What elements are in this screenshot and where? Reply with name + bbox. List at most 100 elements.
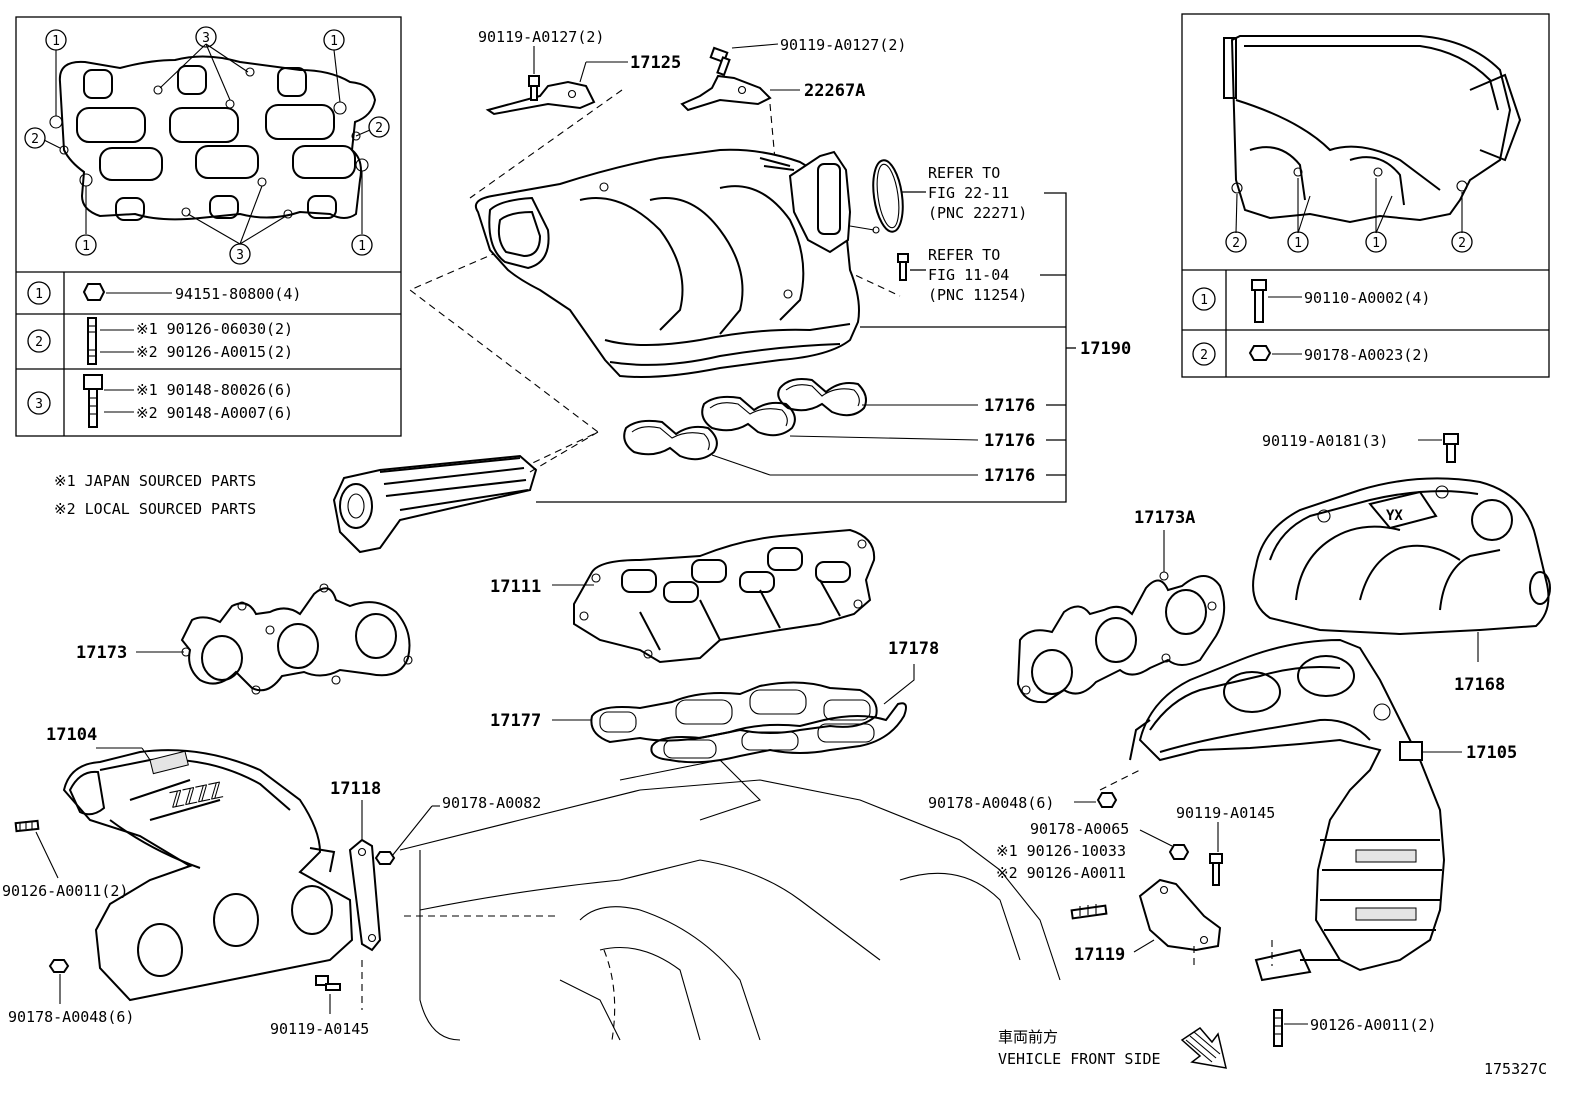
label-17190: 17190 [1080, 339, 1131, 359]
label-17168: 17168 [1454, 675, 1505, 695]
svg-text:REFER TO: REFER TO [928, 246, 1000, 264]
nut-90178-a0048-right [1074, 769, 1141, 808]
exhaust-gasket-17173a [1016, 530, 1226, 704]
svg-text:1: 1 [1372, 236, 1380, 251]
callout-3: 3 [229, 243, 251, 265]
part-number-90148-a0007: ※2 90148-A0007(6) [136, 404, 293, 422]
nut-90178-a0082 [374, 805, 440, 865]
label-17104: 17104 [46, 725, 97, 745]
bolt-90119-a0145-left [315, 975, 341, 1014]
svg-text:(PNC 22271): (PNC 22271) [928, 204, 1027, 222]
callout-1: 1 [45, 29, 67, 51]
svg-text:1: 1 [1294, 236, 1302, 251]
callout-1: 1 [351, 234, 373, 256]
bracket-17125 [485, 46, 628, 116]
label-22267a: 22267A [804, 81, 865, 101]
label-17173a: 17173A [1134, 508, 1195, 528]
svg-text:2: 2 [1232, 236, 1240, 251]
inset-left: 1 3 1 2 2 1 3 1 1 94151-80800(4) 2 ※1 90… [15, 16, 402, 437]
svg-text:1: 1 [82, 239, 90, 254]
callout-2: 2 [1451, 231, 1473, 253]
upper-intake-manifold-17190 [408, 89, 1076, 503]
upper-intake-manifold-side-drawing: 2 1 1 2 [1223, 35, 1522, 253]
svg-text:REFER TO: REFER TO [928, 164, 1000, 182]
label-17176-upper: 17176 [984, 396, 1035, 416]
heat-insulator-17168: YX [1252, 433, 1551, 662]
gasket-17176-upper [777, 378, 867, 417]
label-90126-10033: ※1 90126-10033 [996, 842, 1126, 860]
figure-code: 175327C [1484, 1060, 1547, 1078]
label-17178: 17178 [888, 639, 939, 659]
label-90178-a0048-left: 90178-A0048(6) [8, 1008, 134, 1026]
label-90119-a0127-right: 90119-A0127(2) [780, 36, 906, 54]
note-japan-sourced: ※1 JAPAN SOURCED PARTS [54, 472, 256, 490]
label-17176-middle: 17176 [984, 431, 1035, 451]
exhaust-manifold-17104: ℤℤℤℤ [62, 747, 354, 1002]
intake-runner-piece [332, 431, 599, 554]
lower-intake-manifold-17111 [552, 528, 876, 664]
label-17119: 17119 [1074, 945, 1125, 965]
svg-text:YX: YX [1386, 508, 1403, 524]
inset-left-row-3: 3 ※1 90148-80026(6) ※2 90148-A0007(6) [27, 374, 293, 428]
stud-90126-10033 [1070, 904, 1108, 920]
part-number-94151-80800: 94151-80800(4) [175, 285, 301, 303]
svg-text:1: 1 [1200, 293, 1208, 308]
part-number-90126-06030: ※1 90126-06030(2) [136, 320, 293, 338]
vehicle-front-arrow [1180, 1027, 1227, 1069]
nut-90178-a0048-left [48, 959, 70, 1004]
inset-left-row-1: 1 94151-80800(4) [27, 281, 301, 305]
label-17176-lower: 17176 [984, 466, 1035, 486]
callout-2: 2 [24, 127, 46, 149]
svg-text:3: 3 [236, 248, 244, 263]
svg-text:3: 3 [35, 397, 43, 412]
gasket-17176-lower [623, 419, 718, 461]
callout-1: 1 [1365, 231, 1387, 253]
gaskets-17176 [623, 378, 979, 476]
bolt-90119-a0145-right [1209, 822, 1223, 886]
bracket-17118 [348, 800, 382, 1010]
bracket-17119 [1133, 878, 1273, 970]
stud-90126-a0011-bottom-right [1273, 1009, 1308, 1047]
inset-right: 2 1 1 2 1 90110-A0002(4) 2 90178-A0023(2… [1181, 13, 1550, 378]
callout-2: 2 [1225, 231, 1247, 253]
svg-text:1: 1 [330, 34, 338, 49]
part-number-90148-80026: ※1 90148-80026(6) [136, 381, 293, 399]
label-90178-a0082: 90178-A0082 [442, 794, 541, 812]
label-90119-a0181: 90119-A0181(3) [1262, 432, 1388, 450]
part-number-90178-a0023: 90178-A0023(2) [1304, 346, 1430, 364]
svg-text:2: 2 [1200, 348, 1208, 363]
label-90119-a0127-left: 90119-A0127(2) [478, 28, 604, 46]
stud-90126-a0011-left [14, 819, 59, 879]
label-17173: 17173 [76, 643, 127, 663]
label-90119-a0145-left: 90119-A0145 [270, 1020, 369, 1038]
engine-block-outline [399, 759, 1061, 1041]
refer-note-a: REFER TO FIG 22-11 (PNC 22271) [928, 164, 1027, 222]
nut-90178-a0065 [1139, 829, 1190, 860]
exhaust-gasket-17173 [136, 583, 413, 695]
lower-manifold-gasket-drawing [49, 55, 377, 221]
label-90178-a0048-right: 90178-A0048(6) [928, 794, 1054, 812]
inset-right-row-1: 1 90110-A0002(4) [1192, 279, 1430, 323]
svg-text:1: 1 [358, 239, 366, 254]
label-17177: 17177 [490, 711, 541, 731]
label-90119-a0145-right: 90119-A0145 [1176, 804, 1275, 822]
callout-1: 1 [75, 234, 97, 256]
svg-text:FIG 22-11: FIG 22-11 [928, 184, 1009, 202]
svg-text:FIG 11-04: FIG 11-04 [928, 266, 1009, 284]
part-number-90126-a0015: ※2 90126-A0015(2) [136, 343, 293, 361]
inset-left-callouts: 1 3 1 2 2 1 3 1 [24, 26, 390, 265]
svg-text:1: 1 [52, 34, 60, 49]
inset-right-row-2: 2 90178-A0023(2) [1192, 342, 1430, 366]
exhaust-manifold-17105 [1129, 638, 1462, 982]
label-90126-a0011-bottom-right: 90126-A0011(2) [1310, 1016, 1436, 1034]
label-17105: 17105 [1466, 743, 1517, 763]
callout-2: 2 [368, 116, 390, 138]
svg-text:2: 2 [1458, 236, 1466, 251]
part-number-90110-a0002: 90110-A0002(4) [1304, 289, 1430, 307]
svg-text:3: 3 [202, 31, 210, 46]
label-17118: 17118 [330, 779, 381, 799]
refer-note-b: REFER TO FIG 11-04 (PNC 11254) [928, 246, 1027, 304]
gasket-17177 [552, 681, 878, 744]
svg-text:1: 1 [35, 287, 43, 302]
